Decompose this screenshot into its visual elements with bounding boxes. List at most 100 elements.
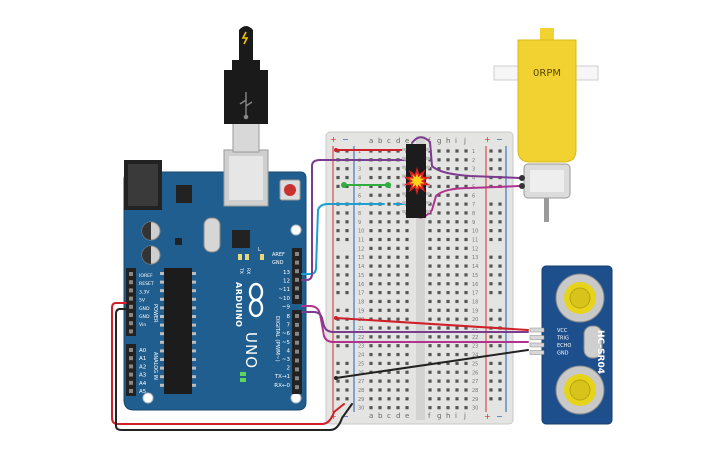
breadboard-hole[interactable]: [369, 344, 373, 348]
breadboard-hole[interactable]: [387, 326, 391, 330]
breadboard-hole[interactable]: [437, 370, 441, 374]
breadboard-hole[interactable]: [437, 388, 441, 392]
rail-hole[interactable]: [336, 397, 340, 401]
breadboard-hole[interactable]: [378, 220, 382, 224]
breadboard-hole[interactable]: [464, 344, 468, 348]
rail-hole[interactable]: [498, 282, 502, 286]
breadboard-hole[interactable]: [378, 184, 382, 188]
breadboard-hole[interactable]: [387, 352, 391, 357]
breadboard-hole[interactable]: [378, 255, 382, 259]
breadboard-hole[interactable]: [437, 175, 441, 180]
breadboard-hole[interactable]: [396, 344, 400, 348]
rail-hole[interactable]: [489, 273, 493, 277]
breadboard-hole[interactable]: [437, 335, 441, 339]
breadboard-hole[interactable]: [396, 379, 400, 383]
breadboard-hole[interactable]: [387, 193, 391, 197]
rail-hole[interactable]: [498, 237, 502, 242]
rail-hole[interactable]: [345, 335, 349, 339]
breadboard-hole[interactable]: [387, 379, 391, 383]
rail-hole[interactable]: [489, 167, 493, 171]
breadboard-hole[interactable]: [396, 291, 400, 295]
breadboard-hole[interactable]: [378, 317, 382, 321]
rail-hole[interactable]: [498, 229, 502, 233]
breadboard-hole[interactable]: [369, 308, 373, 312]
breadboard-hole[interactable]: [369, 237, 373, 242]
breadboard-hole[interactable]: [446, 379, 450, 383]
reset-button-cap[interactable]: [284, 184, 296, 196]
breadboard-hole[interactable]: [387, 308, 391, 312]
breadboard-hole[interactable]: [455, 237, 459, 242]
rail-hole[interactable]: [498, 273, 502, 277]
rail-hole[interactable]: [345, 370, 349, 374]
breadboard-hole[interactable]: [396, 282, 400, 286]
breadboard-hole[interactable]: [405, 237, 409, 242]
breadboard-hole[interactable]: [396, 229, 400, 233]
breadboard-hole[interactable]: [369, 246, 373, 250]
breadboard-hole[interactable]: [446, 370, 450, 374]
rail-hole[interactable]: [489, 388, 493, 392]
digital-header-upper[interactable]: [292, 248, 302, 304]
breadboard-hole[interactable]: [455, 175, 459, 180]
rail-hole[interactable]: [336, 317, 340, 321]
rail-hole[interactable]: [498, 220, 502, 224]
breadboard-hole[interactable]: [437, 158, 441, 162]
breadboard-hole[interactable]: [428, 167, 432, 171]
breadboard-hole[interactable]: [369, 255, 373, 259]
breadboard-hole[interactable]: [446, 149, 450, 153]
breadboard-hole[interactable]: [437, 406, 441, 410]
breadboard-hole[interactable]: [464, 211, 468, 215]
breadboard-hole[interactable]: [378, 291, 382, 295]
header-pin[interactable]: [129, 348, 133, 352]
motor-terminal-a[interactable]: [519, 175, 525, 181]
rail-hole[interactable]: [489, 220, 493, 224]
rail-hole[interactable]: [498, 211, 502, 215]
rail-hole[interactable]: [336, 344, 340, 348]
header-pin[interactable]: [295, 376, 299, 381]
breadboard-hole[interactable]: [464, 317, 468, 321]
rail-hole[interactable]: [489, 264, 493, 268]
breadboard-hole[interactable]: [396, 308, 400, 312]
rail-hole[interactable]: [345, 273, 349, 277]
breadboard-hole[interactable]: [464, 397, 468, 401]
breadboard-hole[interactable]: [455, 282, 459, 286]
breadboard-hole[interactable]: [387, 246, 391, 250]
breadboard-hole[interactable]: [446, 326, 450, 330]
breadboard-hole[interactable]: [455, 264, 459, 268]
rail-hole[interactable]: [336, 237, 340, 242]
rail-hole[interactable]: [336, 370, 340, 374]
breadboard-hole[interactable]: [428, 352, 432, 357]
header-pin[interactable]: [295, 269, 299, 274]
breadboard-hole[interactable]: [369, 273, 373, 277]
breadboard-hole[interactable]: [369, 361, 373, 365]
header-pin[interactable]: [295, 286, 299, 291]
rail-hole[interactable]: [489, 317, 493, 321]
breadboard-hole[interactable]: [387, 344, 391, 348]
breadboard-hole[interactable]: [405, 344, 409, 348]
breadboard-hole[interactable]: [396, 255, 400, 259]
header-pin[interactable]: [295, 367, 299, 372]
breadboard-hole[interactable]: [464, 370, 468, 374]
rail-hole[interactable]: [336, 291, 340, 295]
rail-hole[interactable]: [489, 211, 493, 215]
header-pin[interactable]: [129, 329, 133, 334]
rail-hole[interactable]: [489, 308, 493, 312]
breadboard-hole[interactable]: [437, 193, 441, 197]
breadboard-hole[interactable]: [378, 273, 382, 277]
wire-motor-a[interactable]: [411, 136, 521, 179]
breadboard-hole[interactable]: [405, 326, 409, 330]
rail-hole[interactable]: [498, 202, 502, 206]
breadboard-hole[interactable]: [387, 317, 391, 321]
breadboard-hole[interactable]: [428, 237, 432, 242]
breadboard-hole[interactable]: [437, 273, 441, 277]
rail-hole[interactable]: [336, 264, 340, 268]
breadboard-hole[interactable]: [464, 406, 468, 410]
breadboard-hole[interactable]: [378, 237, 382, 242]
breadboard-hole[interactable]: [455, 299, 459, 304]
breadboard-hole[interactable]: [378, 246, 382, 250]
breadboard-hole[interactable]: [387, 282, 391, 286]
breadboard-hole[interactable]: [387, 202, 391, 206]
rail-hole[interactable]: [489, 335, 493, 339]
breadboard-hole[interactable]: [396, 184, 400, 188]
breadboard-hole[interactable]: [405, 308, 409, 312]
breadboard-hole[interactable]: [428, 379, 432, 383]
